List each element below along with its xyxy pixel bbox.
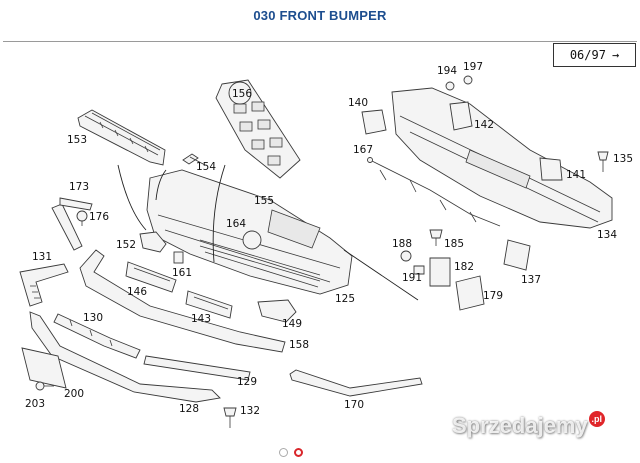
leader-lines (117, 164, 419, 301)
label-203: 203 (25, 398, 45, 410)
label-179: 179 (483, 290, 503, 302)
carousel-dot-2[interactable] (294, 448, 303, 457)
part-188-nut (400, 250, 412, 262)
label-170: 170 (344, 399, 364, 411)
label-143: 143 (191, 313, 211, 325)
part-197-washer (463, 75, 473, 85)
diagram-frame (3, 41, 637, 443)
part-176-clip (76, 210, 88, 226)
label-130: 130 (83, 312, 103, 324)
label-154: 154 (196, 161, 216, 173)
part-156-insulation-mat (215, 79, 301, 179)
label-158: 158 (289, 339, 309, 351)
label-152: 152 (116, 239, 136, 251)
carousel-dot-1[interactable] (279, 448, 288, 457)
part-152-fog-lamp (139, 231, 167, 253)
label-129: 129 (237, 376, 257, 388)
carousel-dots (279, 448, 303, 457)
watermark-text: Sprzedajemy (452, 413, 588, 438)
part-182-bracket (429, 257, 451, 287)
watermark-badge: .pl (588, 411, 605, 427)
label-161: 161 (172, 267, 192, 279)
label-200: 200 (64, 388, 84, 400)
part-132-screw (223, 407, 237, 428)
part-128-lower-trim (29, 311, 221, 403)
part-130-strip (53, 313, 141, 359)
label-197: 197 (463, 61, 483, 73)
part-167-wiring-harness (367, 157, 501, 227)
label-137: 137 (521, 274, 541, 286)
part-203-screw (35, 381, 54, 391)
part-131-side-bracket (19, 263, 69, 307)
label-142: 142 (474, 119, 494, 131)
part-141-bracket (539, 157, 563, 181)
part-153-reinforcement-bar (77, 109, 166, 166)
page-indicator: 06/97 → (553, 43, 636, 67)
label-149: 149 (282, 318, 302, 330)
part-161-clip (173, 251, 184, 264)
label-132: 132 (240, 405, 260, 417)
part-149-fog-lamp (257, 299, 297, 323)
part-140-bracket (361, 109, 387, 135)
part-154-bolt (182, 153, 206, 166)
label-128: 128 (179, 403, 199, 415)
part-134-bumper-assembly (391, 87, 613, 229)
part-173-trim (51, 197, 93, 251)
arrow-right-icon: → (611, 48, 620, 62)
label-155: 155 (254, 195, 274, 207)
label-188: 188 (392, 238, 412, 250)
part-137-bracket (503, 239, 531, 271)
part-125-bumper-cover (146, 169, 353, 295)
label-131: 131 (32, 251, 52, 263)
label-176: 176 (89, 211, 109, 223)
label-141: 141 (566, 169, 586, 181)
part-170-lower-strip (289, 369, 423, 397)
label-185: 185 (444, 238, 464, 250)
label-191: 191 (402, 272, 422, 284)
label-164: 164 (226, 218, 246, 230)
label-140: 140 (348, 97, 368, 109)
label-173: 173 (69, 181, 89, 193)
part-179-bracket (455, 275, 485, 311)
part-labels: 153 154 156 140 194 197 142 167 135 141 … (25, 61, 633, 417)
label-153: 153 (67, 134, 87, 146)
part-129-strip (143, 355, 251, 381)
label-125: 125 (335, 293, 355, 305)
watermark: Sprzedajemy .pl (452, 411, 605, 439)
label-135: 135 (613, 153, 633, 165)
page-indicator-text: 06/97 (569, 48, 606, 62)
part-194-nut (445, 81, 455, 91)
label-134: 134 (597, 229, 617, 241)
part-146-bracket (125, 261, 177, 293)
part-143-bracket (185, 290, 233, 319)
label-182: 182 (454, 261, 474, 273)
part-135-clip (597, 151, 609, 172)
label-146: 146 (127, 286, 147, 298)
part-191-clip (413, 265, 425, 275)
diagram-title: 030 FRONT BUMPER (253, 8, 387, 23)
part-185-bolt (429, 229, 443, 246)
part-142-bracket (449, 101, 473, 131)
label-194: 194 (437, 65, 457, 77)
label-167: 167 (353, 144, 373, 156)
part-158-lower-spoiler (79, 249, 286, 353)
label-156: 156 (232, 88, 252, 100)
part-200-plate-holder (21, 347, 67, 389)
